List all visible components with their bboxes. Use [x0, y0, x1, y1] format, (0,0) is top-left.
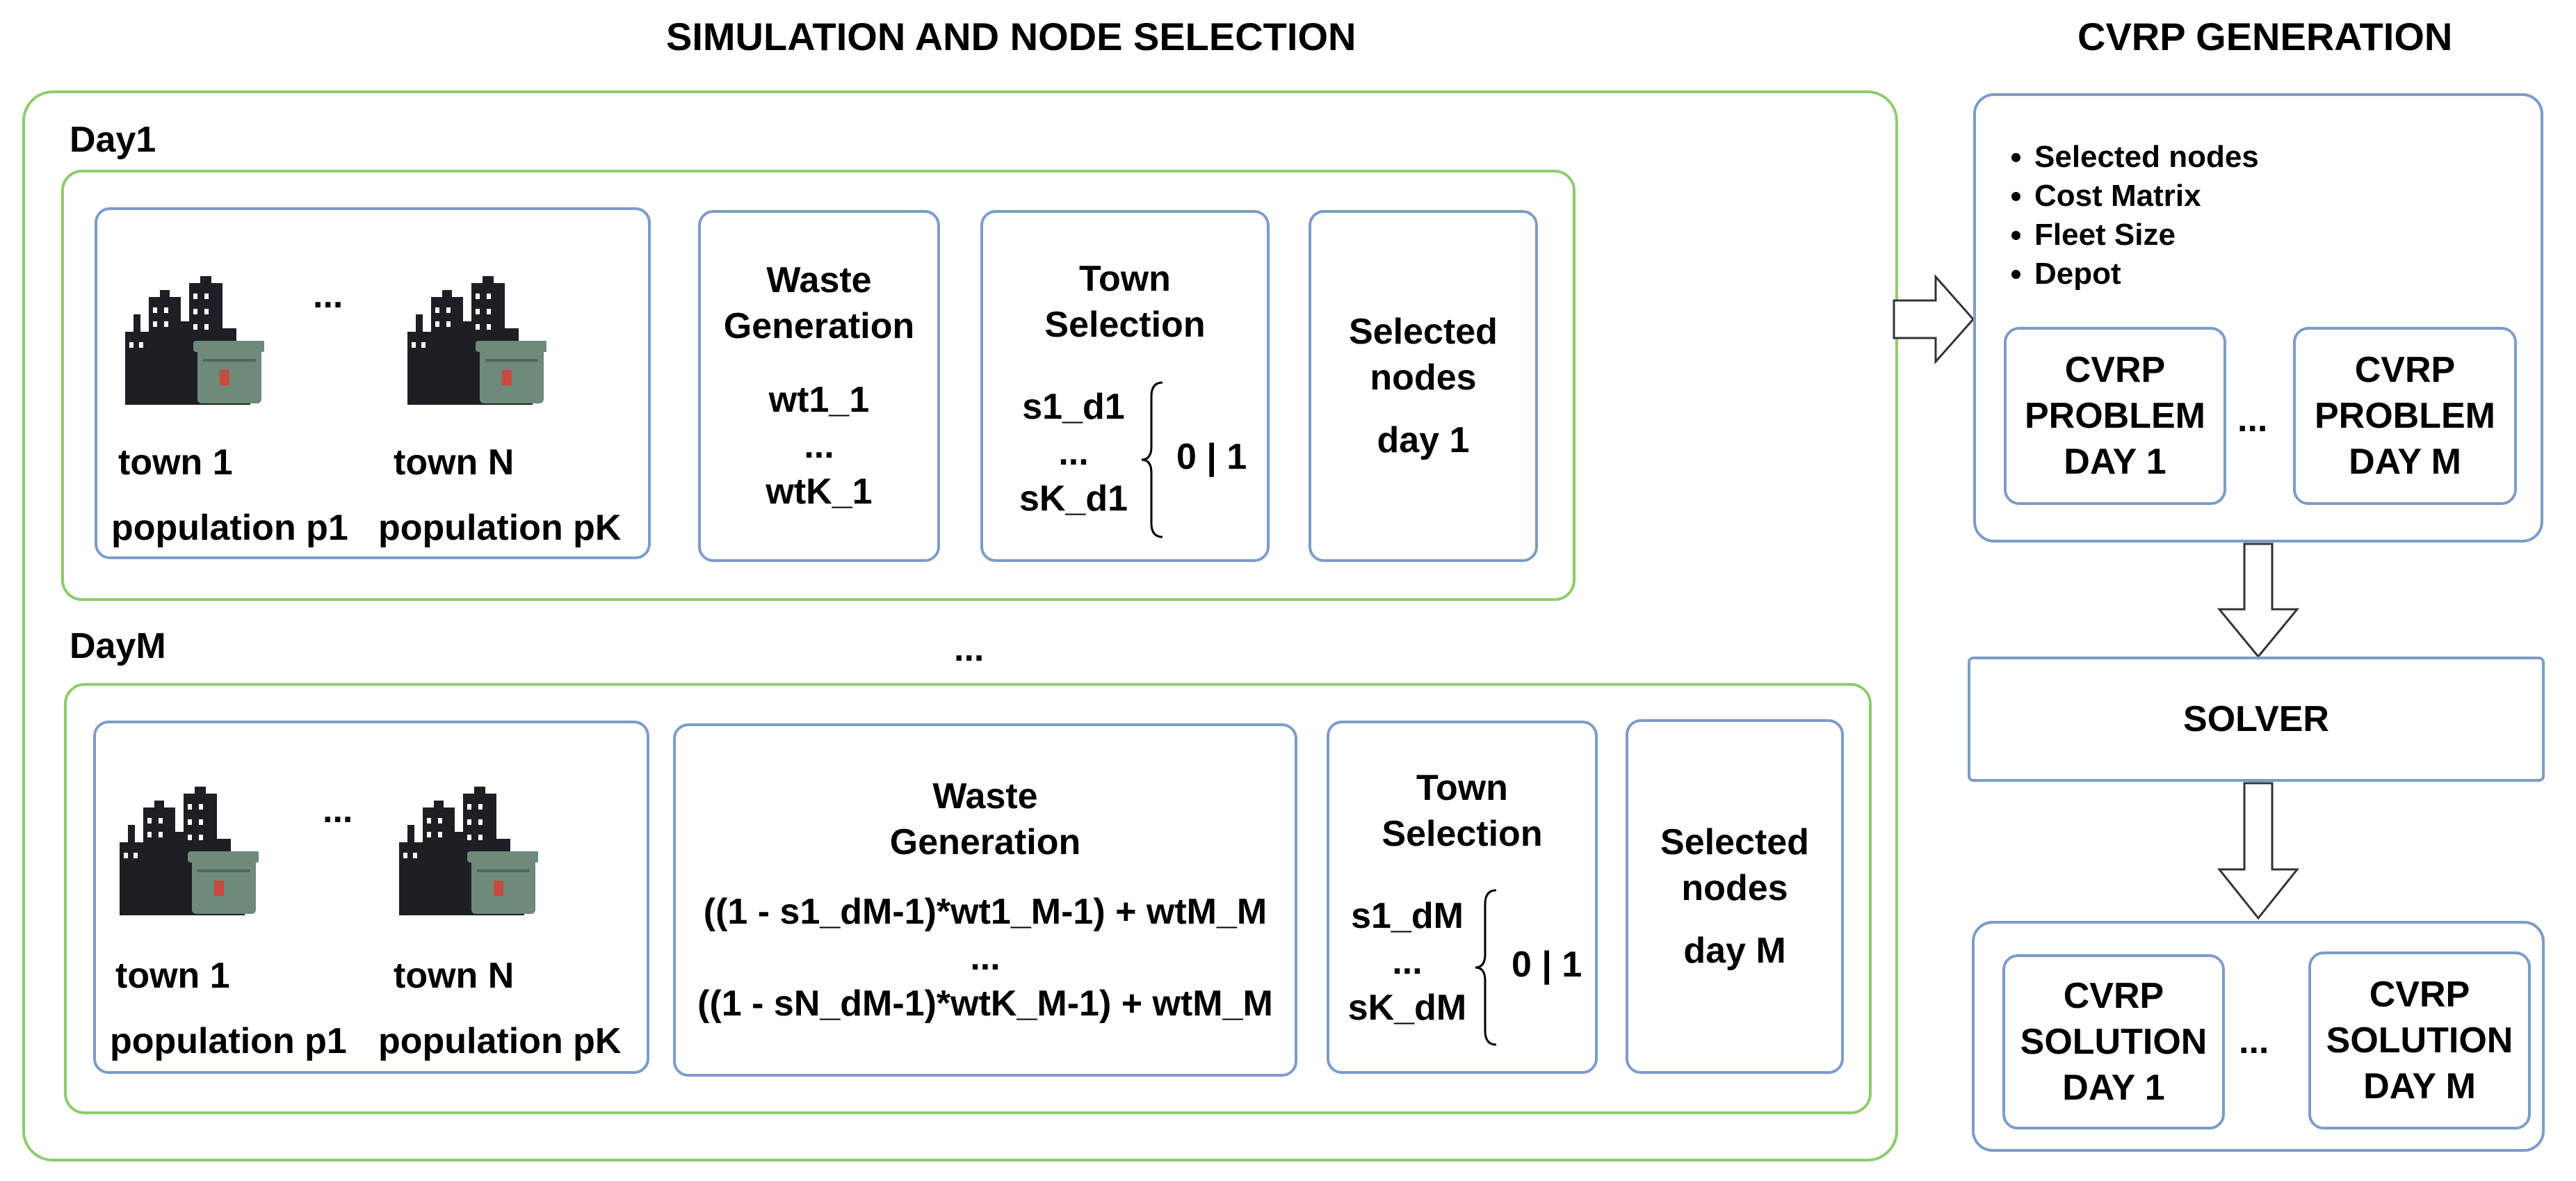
problem-line: PROBLEM [2025, 396, 2205, 436]
town-last-label: town N [394, 442, 515, 483]
cvrp-problem-last-box: CVRP PROBLEM DAY M [2293, 327, 2517, 505]
waste-title-line2: Generation [723, 306, 915, 346]
dayM-waste-generation-box: Waste Generation ((1 - s1_dM-1)*wt1_M-1)… [673, 723, 1297, 1077]
dayM-selected-nodes-box: Selected nodes day M [1626, 719, 1844, 1074]
right-arrow-icon [1893, 274, 1975, 364]
simulation-container [22, 90, 1898, 1162]
cvrp-input-item: Cost Matrix [2034, 177, 2259, 216]
selected-line3: day 1 [1377, 420, 1470, 460]
dayM-group [64, 683, 1872, 1114]
cvrp-input-item: Depot [2034, 255, 2259, 294]
town-icon [407, 276, 546, 405]
town-first-label: town 1 [115, 956, 230, 996]
town-ellipsis: ... [323, 790, 353, 830]
town-ellipsis: ... [313, 275, 343, 316]
bin-icon [476, 341, 546, 403]
simulation-heading: SIMULATION AND NODE SELECTION [666, 15, 1356, 58]
problem-line: DAY 1 [2064, 442, 2166, 482]
waste-last: wtK_1 [765, 472, 873, 512]
down-arrow-icon [2217, 543, 2300, 659]
selected-line1: Selected [1660, 822, 1809, 862]
cvrp-problem-first-box: CVRP PROBLEM DAY 1 [2004, 327, 2226, 505]
selected-line2: nodes [1370, 357, 1477, 398]
day1-label: Day1 [70, 120, 156, 160]
solution-ellipsis: ... [2239, 1021, 2269, 1061]
selection-title-line2: Selection [1382, 814, 1543, 854]
selection-first: s1_d1 [1022, 387, 1125, 427]
selection-dots: ... [1058, 433, 1089, 473]
solution-line: SOLUTION [2020, 1022, 2208, 1062]
town-last-label: town N [394, 956, 515, 996]
selected-line1: Selected [1349, 312, 1498, 352]
selection-last: sK_d1 [1019, 479, 1128, 519]
solution-line: CVRP [2063, 976, 2164, 1016]
problem-ellipsis: ... [2237, 399, 2268, 440]
selection-dots: ... [1392, 942, 1423, 982]
problem-line: DAY M [2349, 442, 2461, 482]
selection-title-line1: Town [1416, 768, 1508, 808]
population-last-label: population pK [378, 508, 622, 548]
cvrp-input-item: Fleet Size [2034, 216, 2259, 255]
waste-first: wt1_1 [768, 380, 870, 420]
selection-title-line2: Selection [1044, 305, 1206, 345]
brace-icon [1141, 381, 1163, 538]
population-last-label: population pK [378, 1021, 622, 1061]
day1-waste-generation-box: Waste Generation wt1_1 ... wtK_1 [698, 210, 940, 562]
town-icon [399, 787, 538, 915]
selected-line2: nodes [1681, 868, 1788, 908]
waste-title-line1: Waste [932, 776, 1038, 817]
solution-line: DAY M [2363, 1066, 2476, 1107]
waste-title-line2: Generation [889, 822, 1081, 862]
day1-towns-box: ... town 1 town N population p1 populati… [95, 207, 651, 559]
problem-line: PROBLEM [2315, 396, 2495, 436]
waste-dots: ... [970, 938, 1001, 978]
cvrp-solutions-box: CVRP SOLUTION DAY 1 ... CVRP SOLUTION DA… [1972, 921, 2545, 1152]
cvrp-generation-heading: CVRP GENERATION [2077, 15, 2453, 58]
selection-first: s1_dM [1351, 896, 1464, 936]
day1-selected-nodes-box: Selected nodes day 1 [1309, 210, 1538, 562]
solver-box: SOLVER [1968, 657, 2545, 782]
bin-icon [193, 341, 264, 403]
selection-title-line1: Town [1079, 259, 1171, 299]
problem-line: CVRP [2064, 350, 2166, 390]
selected-line3: day M [1683, 931, 1786, 971]
waste-first: ((1 - s1_dM-1)*wt1_M-1) + wtM_M [703, 892, 1267, 932]
solver-label: SOLVER [2183, 699, 2329, 739]
selection-value: 0 | 1 [1512, 945, 1582, 985]
waste-title-line1: Waste [766, 260, 872, 300]
cvrp-solution-first-box: CVRP SOLUTION DAY 1 [2002, 954, 2225, 1130]
bin-icon [188, 851, 259, 914]
cvrp-input-item: Selected nodes [2034, 138, 2259, 177]
population-first-label: population p1 [110, 1021, 347, 1061]
waste-dots: ... [804, 426, 834, 466]
selection-value: 0 | 1 [1176, 437, 1247, 477]
down-arrow-icon [2217, 782, 2300, 920]
cvrp-solution-last-box: CVRP SOLUTION DAY M [2308, 951, 2531, 1130]
day1-group [61, 170, 1575, 601]
town-icon [120, 787, 259, 915]
dayM-town-selection-box: Town Selection s1_dM ... sK_dM 0 | 1 [1327, 721, 1598, 1074]
town-icon [125, 276, 264, 405]
bin-icon [467, 851, 538, 914]
problem-line: CVRP [2354, 350, 2456, 390]
town-first-label: town 1 [118, 442, 233, 483]
brace-icon [1475, 889, 1497, 1046]
day1-town-selection-box: Town Selection s1_d1 ... sK_d1 0 | 1 [980, 210, 1270, 562]
waste-last: ((1 - sN_dM-1)*wtK_M-1) + wtM_M [697, 983, 1273, 1024]
solution-line: DAY 1 [2062, 1068, 2165, 1108]
selection-last: sK_dM [1347, 988, 1467, 1028]
solution-line: SOLUTION [2326, 1020, 2513, 1061]
dayM-label: DayM [70, 626, 166, 666]
dayM-towns-box: ... town 1 town N population p1 populati… [93, 721, 649, 1074]
solution-line: CVRP [2369, 974, 2470, 1015]
cvrp-generation-box: Selected nodes Cost Matrix Fleet Size De… [1973, 93, 2543, 543]
population-first-label: population p1 [111, 508, 348, 548]
day-ellipsis: ... [954, 629, 985, 669]
